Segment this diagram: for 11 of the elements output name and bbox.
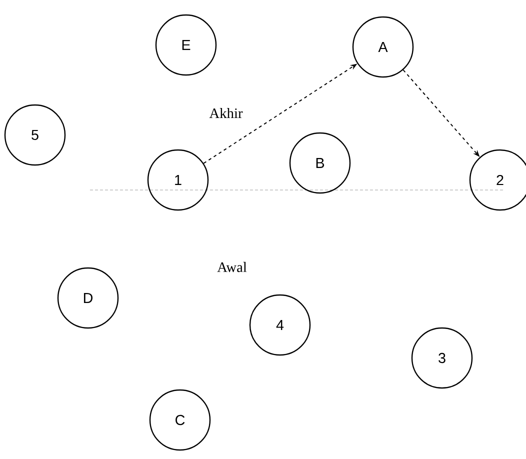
circle-node: 5 [4,104,66,166]
circle-node: 3 [411,327,473,389]
circle-node: E [155,14,217,76]
region-label: Akhir [208,107,244,119]
circle-node: 1 [147,149,209,211]
circle-node: B [289,132,351,194]
circle-node: C [149,389,211,451]
region-label: Awal [216,260,248,274]
circle-node: A [352,16,414,78]
circle-node: 4 [249,294,311,356]
circle-node: D [57,267,119,329]
